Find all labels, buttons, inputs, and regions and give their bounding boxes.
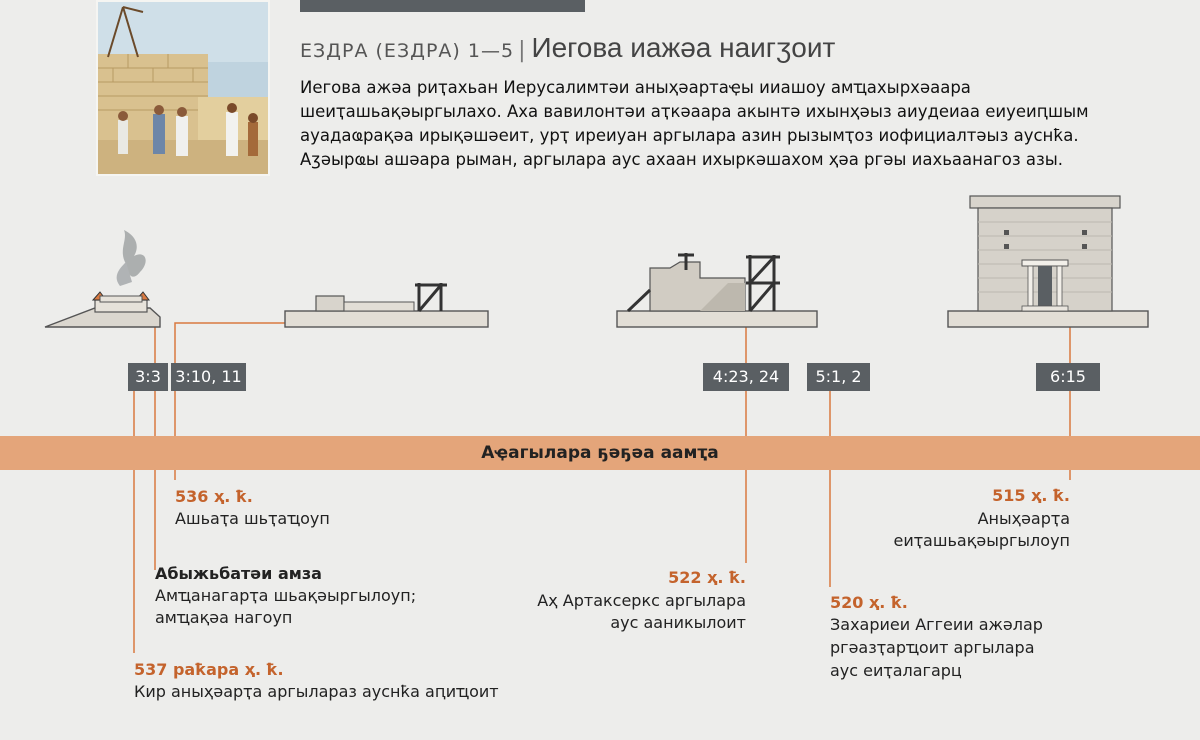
event-text-520: ргәазҭарҵоит аргылара (830, 638, 1035, 657)
intro-line: ауадаҩрақәа ирықәшәеит, урҭ иреиуан аргы… (300, 126, 1079, 145)
intro-line: Аӡәырҩы ашәара рыман, аргылара аус ахаан… (300, 150, 1063, 169)
reference-tag: 3:3 (128, 363, 168, 391)
event-text-522: Аҳ Артаксеркс аргылара (537, 591, 746, 610)
unfinished-walls-icon (616, 253, 818, 328)
header-separator: | (518, 38, 526, 63)
event-text-altar: Амҵанагарҭа шьақәыргылоуп; (155, 586, 417, 605)
top-bar (300, 0, 585, 12)
intro-paragraph: Иегова ажәа риҭахьан Иерусалимтәи аныҳәа… (300, 76, 1180, 172)
connector-536 (174, 322, 285, 480)
reference-tag: 6:15 (1036, 363, 1100, 391)
event-text-520: Захариеи Аггеии ажәлар (830, 615, 1043, 634)
event-date-522: 522 ҳ. ҟ. (668, 568, 746, 587)
event-title-altar: Абыжьбатәи амза (155, 564, 322, 583)
book-reference: ЕЗДРА (ЕЗДРА) 1—5 (300, 40, 515, 62)
event-text-515: Аныҳәарҭа (977, 509, 1070, 528)
event-text-537: Кир аныҳәарҭа аргылараз ауснҟа аԥиҵоит (134, 682, 499, 701)
event-text-522: аус ааникылоит (610, 613, 746, 632)
band-label: Аҿагылара ҕәҕәа аамҭа (481, 443, 719, 463)
temple-construction-illustration (96, 0, 270, 176)
intro-line: Иегова ажәа риҭахьан Иерусалимтәи аныҳәа… (300, 78, 971, 97)
reference-tag: 5:1, 2 (807, 363, 870, 391)
page-header: ЕЗДРА (ЕЗДРА) 1—5|Иегова иажәа наигӡоит (300, 32, 1180, 64)
completed-temple-icon (947, 195, 1149, 328)
event-date-537: 537 раҟара ҳ. ҟ. (134, 660, 284, 679)
event-date-536: 536 ҳ. ҟ. (175, 487, 253, 506)
event-text-515: еиҭашьақәыргылоуп (893, 531, 1070, 550)
intro-line: шеиҭашьақәыргылахо. Аха вавилонтәи аҭкәа… (300, 102, 1089, 121)
altar-icon (44, 230, 161, 328)
page-title: Иегова иажәа наигӡоит (531, 32, 836, 63)
event-date-515: 515 ҳ. ҟ. (992, 486, 1070, 505)
event-text-536: Ашьаҭа шьҭаҵоуп (175, 509, 330, 528)
event-text-altar: амҵақәа нагоуп (155, 608, 293, 627)
opposition-period-band (0, 436, 1200, 470)
foundation-icon (284, 283, 489, 328)
event-date-520: 520 ҳ. ҟ. (830, 593, 908, 612)
event-text-520: аус еиҭалагарц (830, 661, 962, 680)
reference-tag: 4:23, 24 (703, 363, 789, 391)
reference-tag: 3:10, 11 (171, 363, 246, 391)
